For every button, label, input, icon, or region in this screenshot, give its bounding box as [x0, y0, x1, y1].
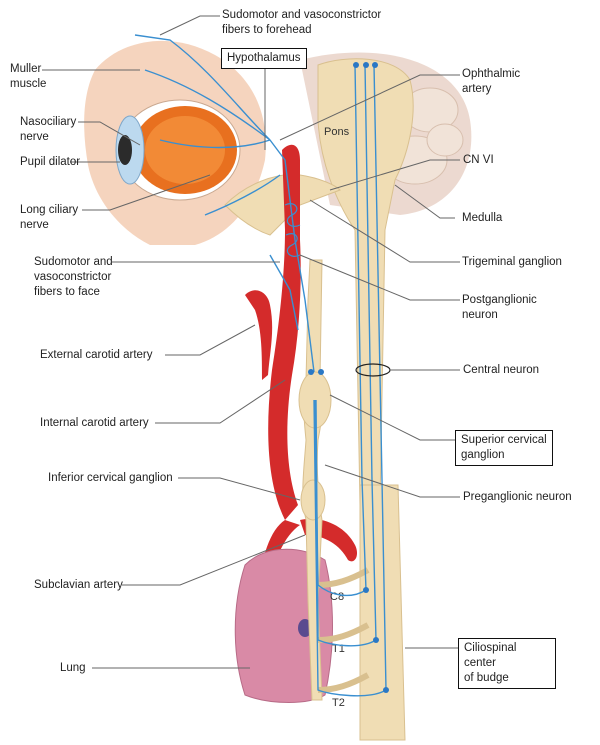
pons-label: Pons	[324, 126, 350, 138]
preganglionic-fiber-2	[315, 399, 377, 647]
label-ophthalmic-artery: Ophthalmic artery	[462, 68, 521, 95]
eye	[115, 99, 241, 201]
label-external-carotid: External carotid artery	[40, 349, 153, 361]
synapse-dots	[308, 62, 389, 693]
central-neuron-fiber-1	[354, 64, 367, 591]
central-neuron-fiber-2	[364, 64, 377, 641]
long-ciliary-fiber	[159, 139, 271, 149]
label-cn-vi: CN VI	[463, 154, 494, 166]
label-internal-carotid: Internal carotid artery	[40, 417, 149, 429]
fiber-to-forehead	[134, 34, 271, 141]
label-sudomotor-forehead: Sudomotor and vasoconstrictor fibers to …	[222, 9, 382, 36]
central-neuron-fiber-3	[373, 64, 387, 691]
label-superior-cervical-ganglion: Superior cervical ganglion	[455, 430, 553, 466]
trigeminal-ganglion-shape	[224, 174, 341, 236]
t2-label: T2	[332, 697, 345, 709]
label-postganglionic-neuron: Postganglionic neuron	[462, 294, 537, 321]
label-hypothalamus: Hypothalamus	[221, 48, 307, 69]
nerve-fibers	[134, 34, 387, 697]
external-carotid-artery-shape	[245, 290, 273, 380]
label-central-neuron: Central neuron	[463, 364, 540, 376]
label-preganglionic-neuron: Preganglionic neuron	[463, 491, 572, 503]
label-subclavian-artery: Subclavian artery	[34, 579, 123, 591]
label-inferior-cervical-ganglion: Inferior cervical ganglion	[48, 472, 173, 484]
inferior-cervical-ganglion-shape	[300, 479, 326, 521]
label-long-ciliary-nerve: Long ciliary nerve	[20, 204, 79, 231]
label-ciliospinal-center: Ciliospinal center of budge	[458, 638, 556, 689]
preganglionic-fiber-3	[313, 399, 387, 697]
fiber-along-trigeminal	[204, 174, 281, 216]
leader-lines	[42, 15, 460, 669]
postganglionic-fiber-carotid	[269, 139, 315, 373]
spinal-roots	[317, 567, 370, 693]
label-lung: Lung	[60, 662, 86, 674]
label-nasociliary-nerve: Nasociliary nerve	[20, 116, 77, 143]
label-trigeminal-ganglion: Trigeminal ganglion	[462, 256, 562, 268]
label-muller-muscle: Muller muscle	[10, 63, 47, 90]
internal-carotid-artery-shape	[268, 144, 301, 520]
fiber-to-face	[269, 254, 299, 331]
carotid-plexus	[284, 203, 301, 257]
label-medulla: Medulla	[462, 212, 503, 224]
fiber-to-muller	[144, 69, 271, 141]
label-sudomotor-face: Sudomotor and vasoconstrictor fibers to …	[34, 256, 113, 298]
label-pupil-dilator: Pupil dilator	[20, 156, 81, 168]
